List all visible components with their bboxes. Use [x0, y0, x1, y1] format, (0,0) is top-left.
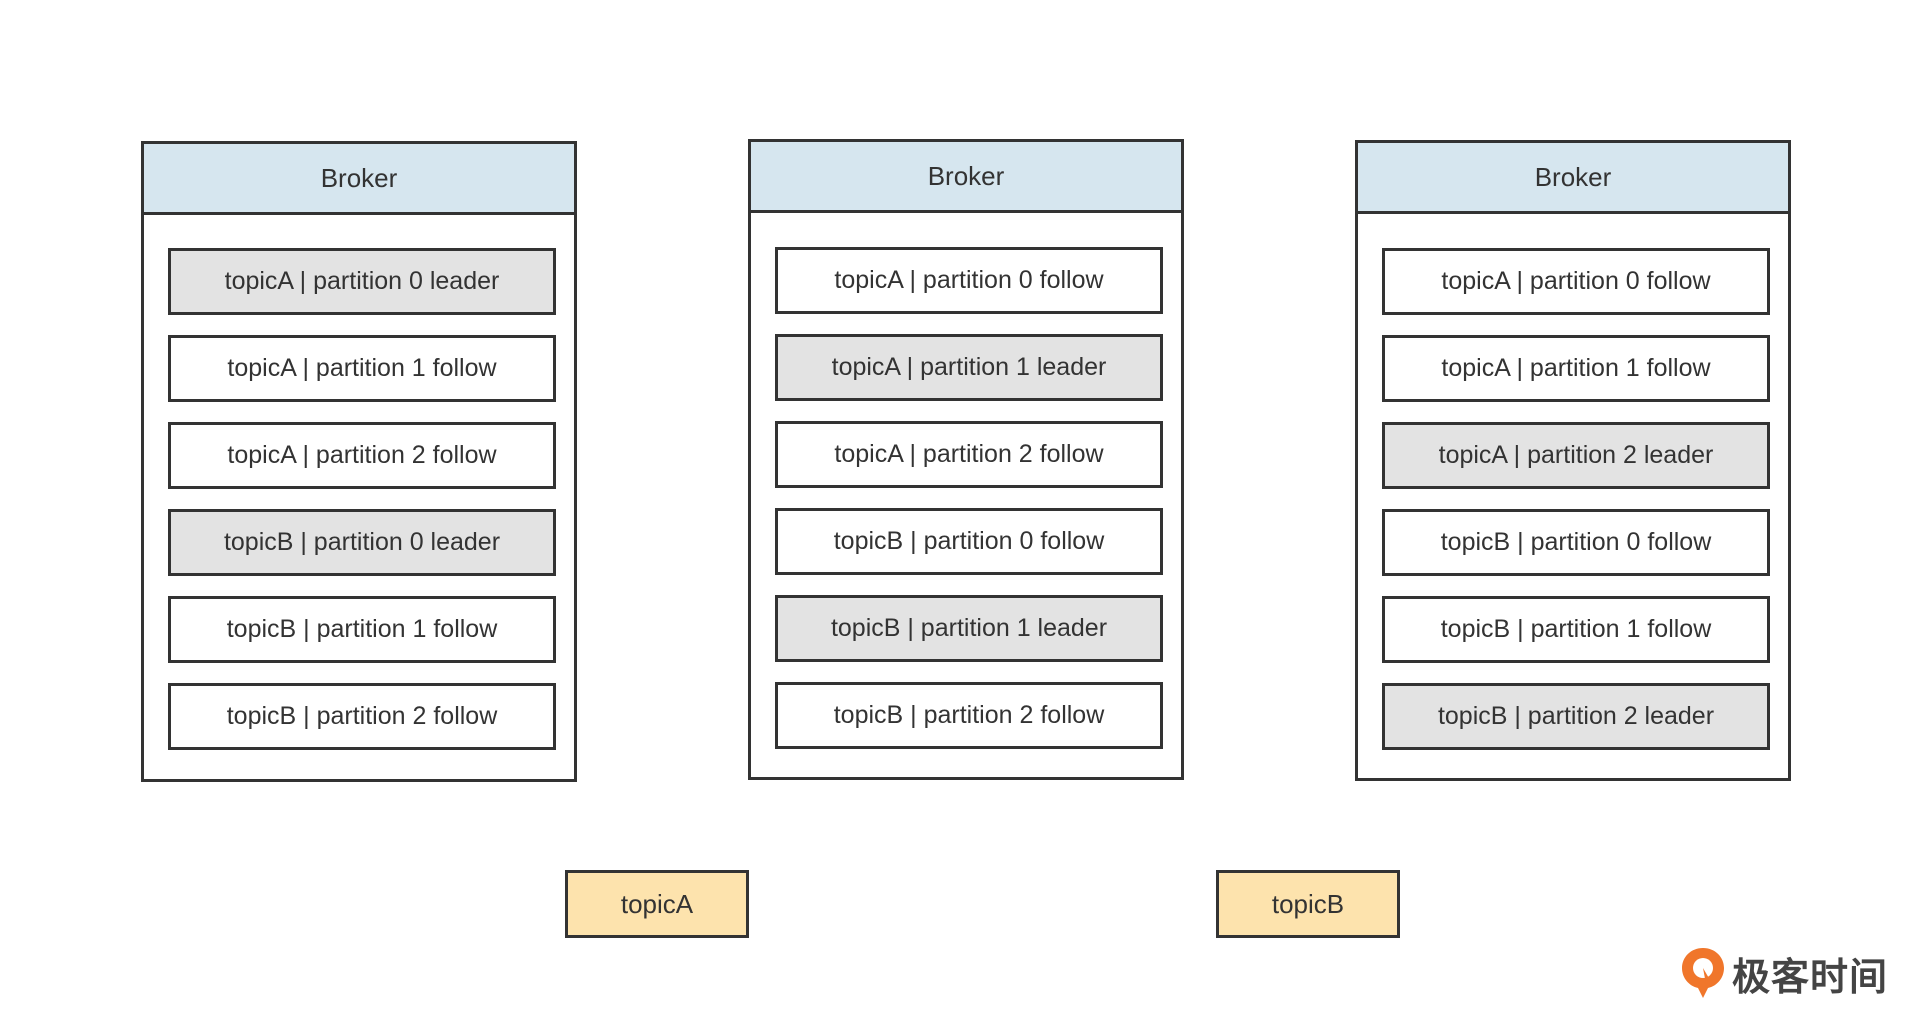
broker-3: Broker topicA | partition 0 follow topic… [1355, 140, 1791, 781]
partition-follow-box: topicB | partition 2 follow [168, 683, 556, 750]
partition-leader-box: topicB | partition 1 leader [775, 595, 1163, 662]
partition-follow-box: topicA | partition 2 follow [775, 421, 1163, 488]
broker-1: Broker topicA | partition 0 leader topic… [141, 141, 577, 782]
partition-follow-box: topicB | partition 0 follow [775, 508, 1163, 575]
partition-follow-box: topicA | partition 1 follow [168, 335, 556, 402]
broker-2: Broker topicA | partition 0 follow topic… [748, 139, 1184, 780]
partition-follow-box: topicA | partition 2 follow [168, 422, 556, 489]
topic-a-box: topicA [565, 870, 749, 938]
broker-header: Broker [751, 142, 1181, 213]
logo-text: 极客时间 [1732, 954, 1889, 999]
partition-follow-box: topicB | partition 1 follow [168, 596, 556, 663]
partition-follow-box: topicA | partition 1 follow [1382, 335, 1770, 402]
partition-follow-box: topicA | partition 0 follow [1382, 248, 1770, 315]
partition-follow-box: topicB | partition 0 follow [1382, 509, 1770, 576]
broker-header: Broker [1358, 143, 1788, 214]
partition-leader-box: topicA | partition 1 leader [775, 334, 1163, 401]
partition-leader-box: topicA | partition 0 leader [168, 248, 556, 315]
partition-follow-box: topicA | partition 0 follow [775, 247, 1163, 314]
partition-leader-box: topicB | partition 0 leader [168, 509, 556, 576]
geektime-logo: 极客时间 [1680, 944, 1888, 1002]
geektime-logo-icon [1682, 948, 1724, 998]
partition-leader-box: topicA | partition 2 leader [1382, 422, 1770, 489]
broker-header: Broker [144, 144, 574, 215]
partition-follow-box: topicB | partition 1 follow [1382, 596, 1770, 663]
topic-b-box: topicB [1216, 870, 1400, 938]
partition-follow-box: topicB | partition 2 follow [775, 682, 1163, 749]
partition-leader-box: topicB | partition 2 leader [1382, 683, 1770, 750]
